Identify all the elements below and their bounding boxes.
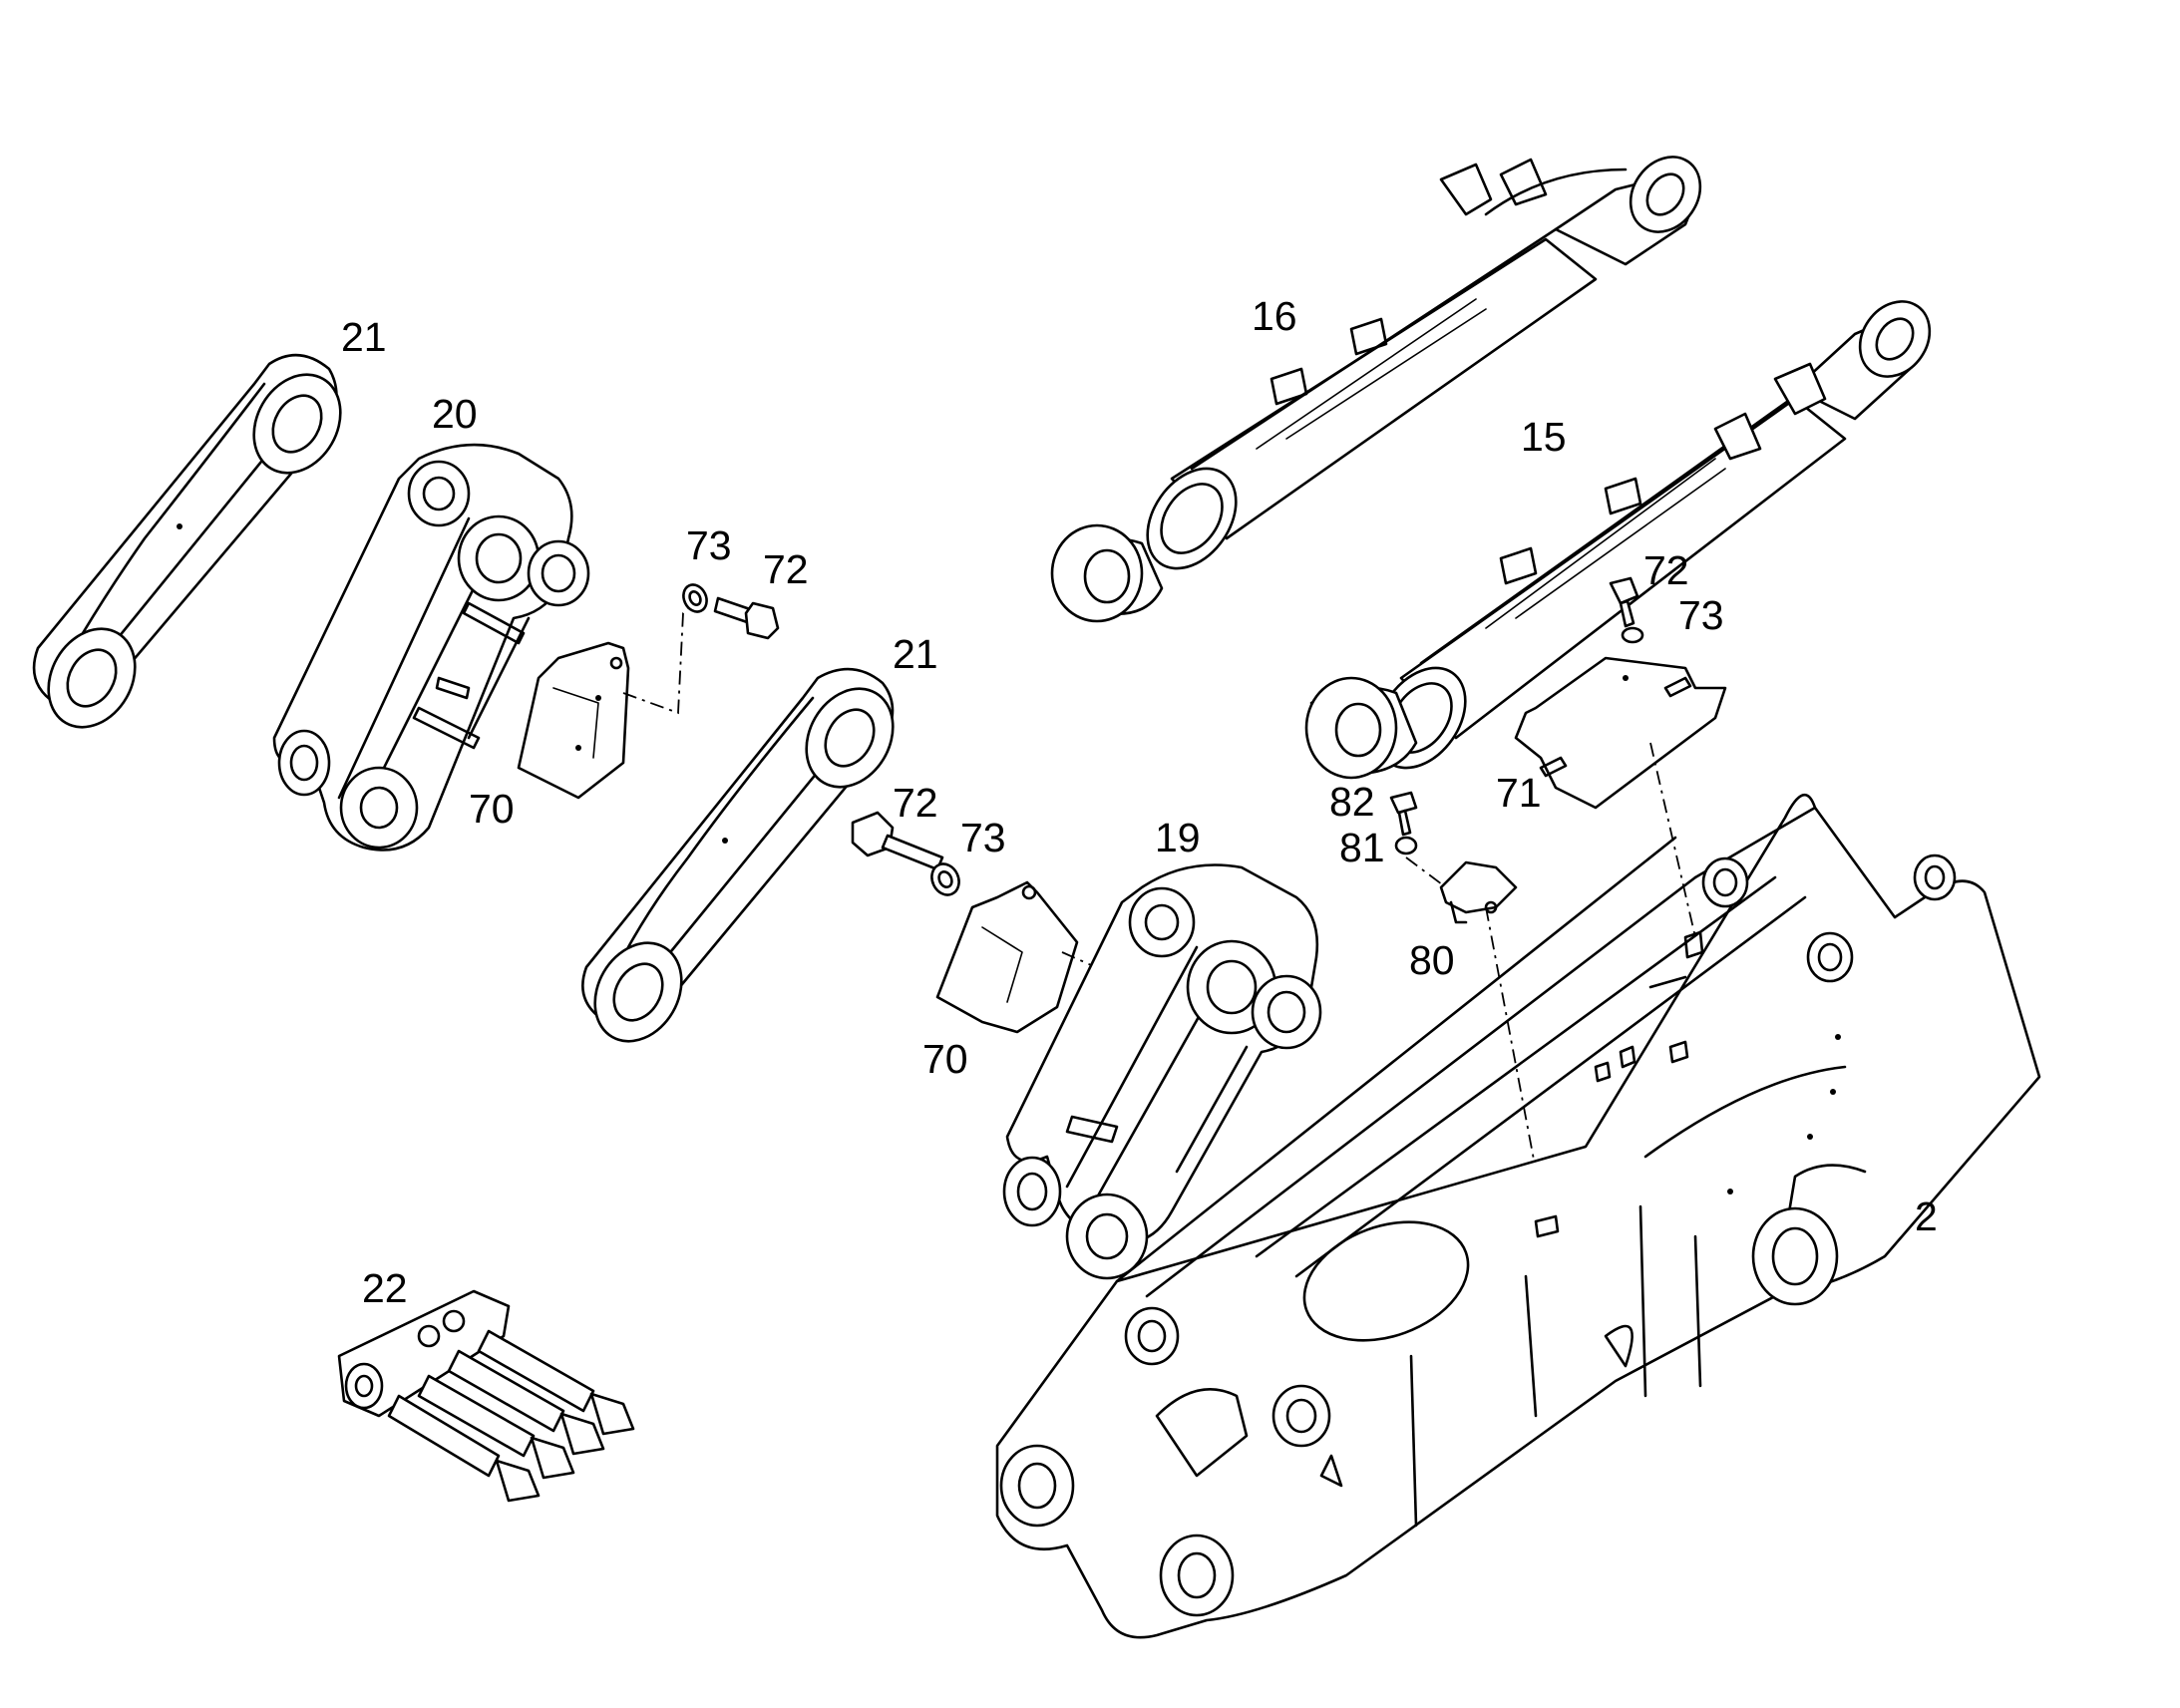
callout-80: 80 xyxy=(1409,937,1455,983)
callout-70-upper: 70 xyxy=(469,786,515,832)
plate-70-middle xyxy=(935,880,1079,1034)
callout-70-middle: 70 xyxy=(922,1036,968,1082)
callout-73-upper: 73 xyxy=(686,522,732,568)
cylinder-15 xyxy=(1304,300,1932,780)
callout-81: 81 xyxy=(1339,825,1385,870)
callout-16: 16 xyxy=(1252,293,1297,339)
washer-73-upper xyxy=(682,583,708,613)
assembly-line-70-upper xyxy=(622,597,699,715)
callout-73-middle: 73 xyxy=(960,815,1006,860)
callout-21-lower: 21 xyxy=(893,631,938,677)
callout-19: 19 xyxy=(1155,815,1201,860)
bolt-72-right xyxy=(1609,576,1639,628)
frame-2 xyxy=(995,794,2041,1639)
callout-20: 20 xyxy=(432,391,478,437)
callout-71: 71 xyxy=(1496,770,1542,816)
callout-72-right: 72 xyxy=(1643,547,1689,593)
link-21-lower xyxy=(581,667,895,1043)
bracket-19 xyxy=(1002,863,1322,1280)
callout-21-upper: 21 xyxy=(341,314,387,360)
link-21-upper xyxy=(32,353,342,729)
callout-2: 2 xyxy=(1915,1194,1938,1239)
washer-81 xyxy=(1394,836,1418,855)
cylinder-16 xyxy=(1050,156,1702,623)
plate-71 xyxy=(1514,656,1727,810)
callout-72-upper: 72 xyxy=(763,546,809,592)
callout-15: 15 xyxy=(1521,414,1567,460)
plate-70-upper xyxy=(517,641,630,800)
valve-block-22 xyxy=(337,1289,635,1503)
bracket-20 xyxy=(272,443,590,852)
bolt-72-upper xyxy=(713,596,780,640)
callout-82: 82 xyxy=(1329,779,1375,825)
bolt-82 xyxy=(1389,791,1418,837)
assembly-line-80 xyxy=(1405,856,1542,1197)
callout-73-right: 73 xyxy=(1678,592,1724,638)
washer-73-middle xyxy=(930,862,960,896)
callout-72-middle: 72 xyxy=(893,780,938,826)
washer-73-right xyxy=(1621,626,1644,644)
bracket-80 xyxy=(1439,860,1518,924)
callout-22: 22 xyxy=(362,1265,408,1311)
